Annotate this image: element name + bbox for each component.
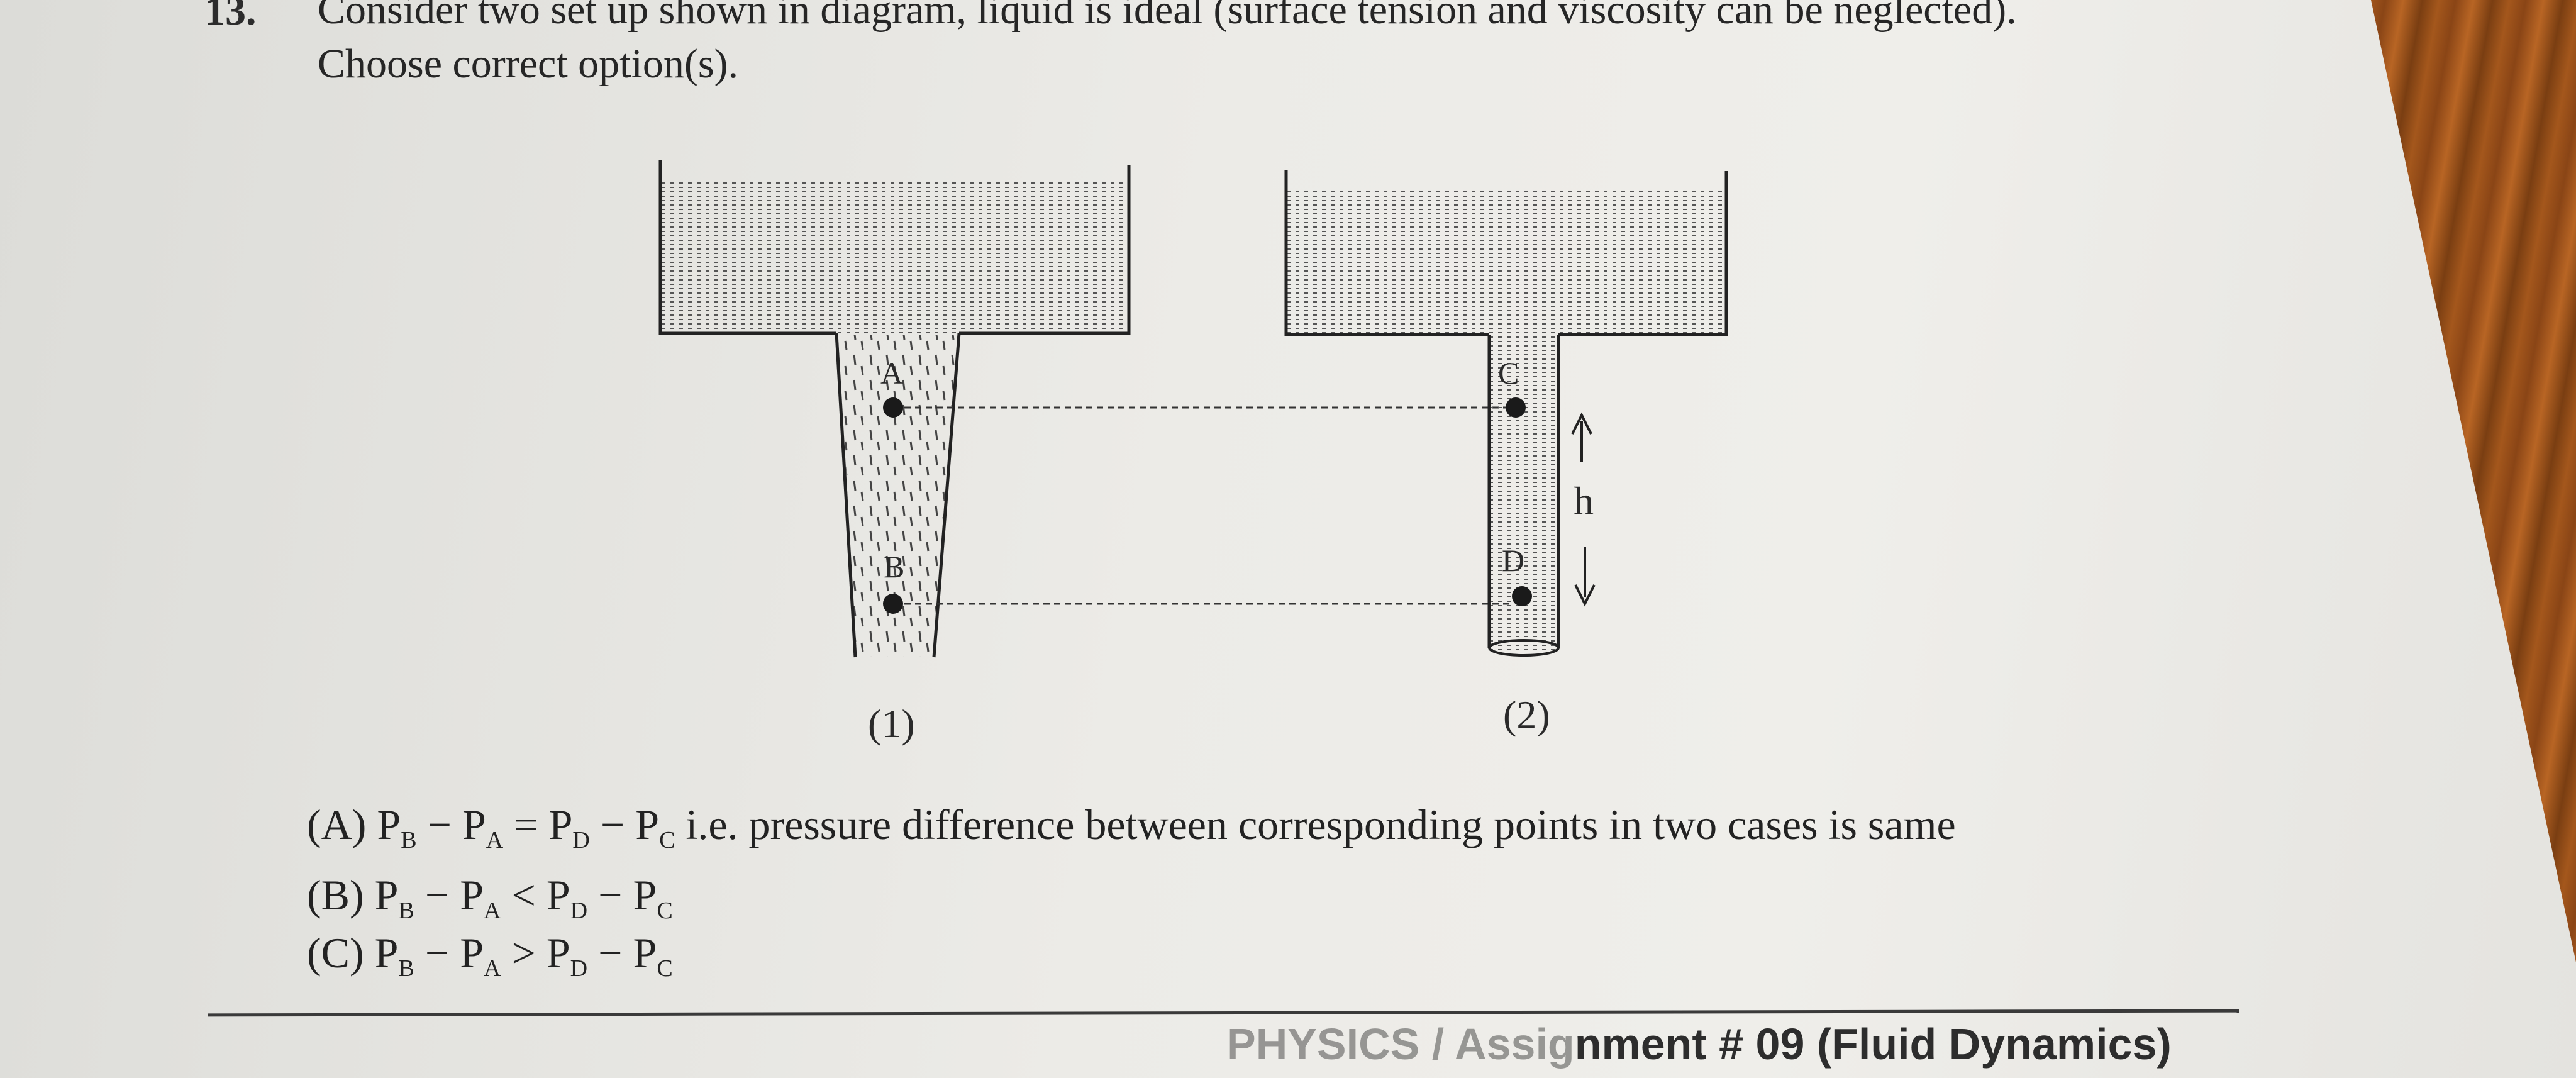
- tank-1-liquid: [660, 179, 1129, 333]
- point-c-label: C: [1498, 355, 1519, 391]
- option-b[interactable]: (B) PB − PA < PD − PC: [307, 871, 673, 924]
- option-c[interactable]: (C) PB − PA > PD − PC: [307, 929, 673, 982]
- point-c-dot: [1506, 397, 1526, 418]
- option-a[interactable]: (A) PB − PA = PD − PC i.e. pressure diff…: [307, 801, 1956, 853]
- footer-title: PHYSICS / Assignment # 09 (Fluid Dynamic…: [1226, 1019, 2172, 1069]
- point-a-label: A: [880, 355, 903, 391]
- footer-title-text: nment # 09 (Fluid Dynamics): [1574, 1020, 2172, 1069]
- footer-title-faded: PHYSICS / Assig: [1226, 1020, 1575, 1069]
- tank-2-liquid: [1286, 189, 1726, 335]
- height-arrow-down-head: [1574, 584, 1596, 607]
- question-text-line-1: Consider two set up shown in diagram, li…: [318, 0, 2017, 33]
- option-b-relation: <: [511, 871, 536, 919]
- option-a-relation: =: [514, 801, 538, 848]
- option-c-relation: >: [511, 929, 536, 977]
- question-text-line-2: Choose correct option(s).: [318, 41, 738, 87]
- point-a-dot: [883, 397, 903, 418]
- option-c-label: (C): [307, 929, 364, 977]
- height-label: h: [1574, 479, 1594, 523]
- question-number: 13.: [204, 0, 257, 34]
- point-d-dot: [1512, 586, 1532, 606]
- pipe-2-outlet: [1488, 639, 1560, 657]
- point-b-dot: [883, 594, 903, 614]
- tank-1-walls: [658, 160, 1131, 335]
- option-b-label: (B): [307, 871, 364, 919]
- setup-1: A B (1): [658, 160, 1131, 746]
- tank-2-walls: [1284, 170, 1728, 336]
- point-d-label: D: [1502, 543, 1524, 578]
- setup-2: C D h (2): [1284, 170, 1728, 737]
- pipe-1-left-wall: [835, 333, 857, 658]
- option-a-explanation: i.e. pressure difference between corresp…: [686, 801, 1956, 848]
- caption-setup-2: (2): [1503, 692, 1550, 737]
- pipe-1-liquid-stream: [840, 335, 959, 657]
- caption-setup-1: (1): [868, 701, 915, 746]
- point-b-label: B: [884, 549, 904, 584]
- option-a-label: (A): [307, 801, 367, 848]
- height-arrow-up-head: [1571, 412, 1592, 435]
